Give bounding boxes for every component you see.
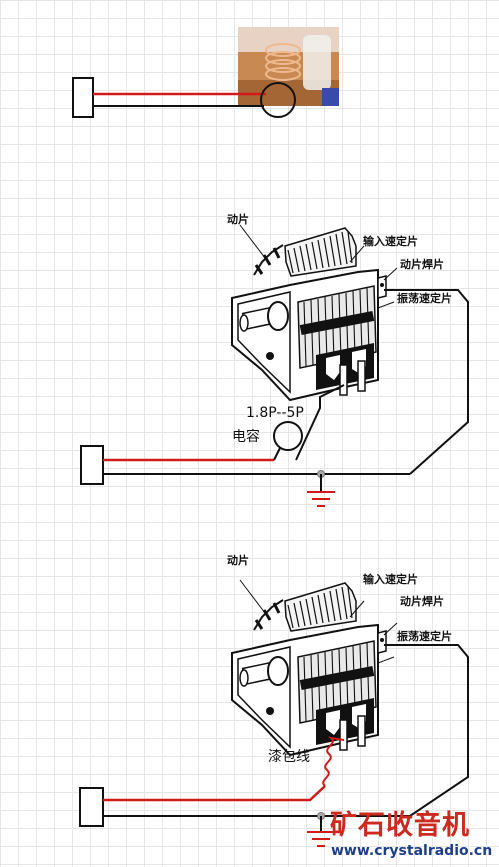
enamel-wire-coil	[322, 736, 345, 787]
label-enamel-wire: 漆包线	[268, 749, 310, 765]
label-moving-solder-3: 动片焊片	[400, 595, 444, 608]
label-osc-stator-2: 振荡速定片	[397, 292, 452, 305]
section-3-capacitor-illustration	[230, 578, 399, 757]
connector-block-1	[72, 77, 94, 118]
section-1-wiring	[72, 77, 296, 118]
label-osc-stator-3: 振荡速定片	[397, 630, 452, 643]
solder-tab-return-wire	[384, 289, 469, 475]
watermark-title: 矿石收音机	[330, 810, 470, 841]
label-input-stator-2: 输入速定片	[363, 235, 418, 248]
coil-ring-1	[260, 82, 296, 118]
solder-tab-return-wire-3	[322, 644, 469, 817]
label-input-stator-3: 输入速定片	[363, 573, 418, 586]
label-cap-text: 电容	[232, 429, 260, 445]
connector-block-2	[80, 445, 104, 485]
label-moving-solder-2: 动片焊片	[400, 258, 444, 271]
label-cap-value: 1.8P--5P	[246, 405, 304, 421]
label-moving-plate-3: 动片	[227, 554, 249, 567]
label-moving-plate-2: 动片	[227, 213, 249, 226]
ground-symbol-2	[307, 491, 335, 507]
section-1-coil-photo	[238, 27, 339, 106]
connector-block-3	[79, 787, 104, 827]
section-3-wiring	[79, 644, 469, 847]
section-2-wiring	[80, 289, 469, 507]
watermark-url: www.crystalradio.cn	[331, 843, 493, 859]
cap-lead-wire	[295, 384, 345, 461]
red-wire-3	[103, 785, 326, 802]
ground-symbol-3	[307, 831, 335, 847]
section-2-capacitor-illustration	[230, 223, 399, 402]
trimmer-capacitor-symbol	[273, 421, 303, 451]
